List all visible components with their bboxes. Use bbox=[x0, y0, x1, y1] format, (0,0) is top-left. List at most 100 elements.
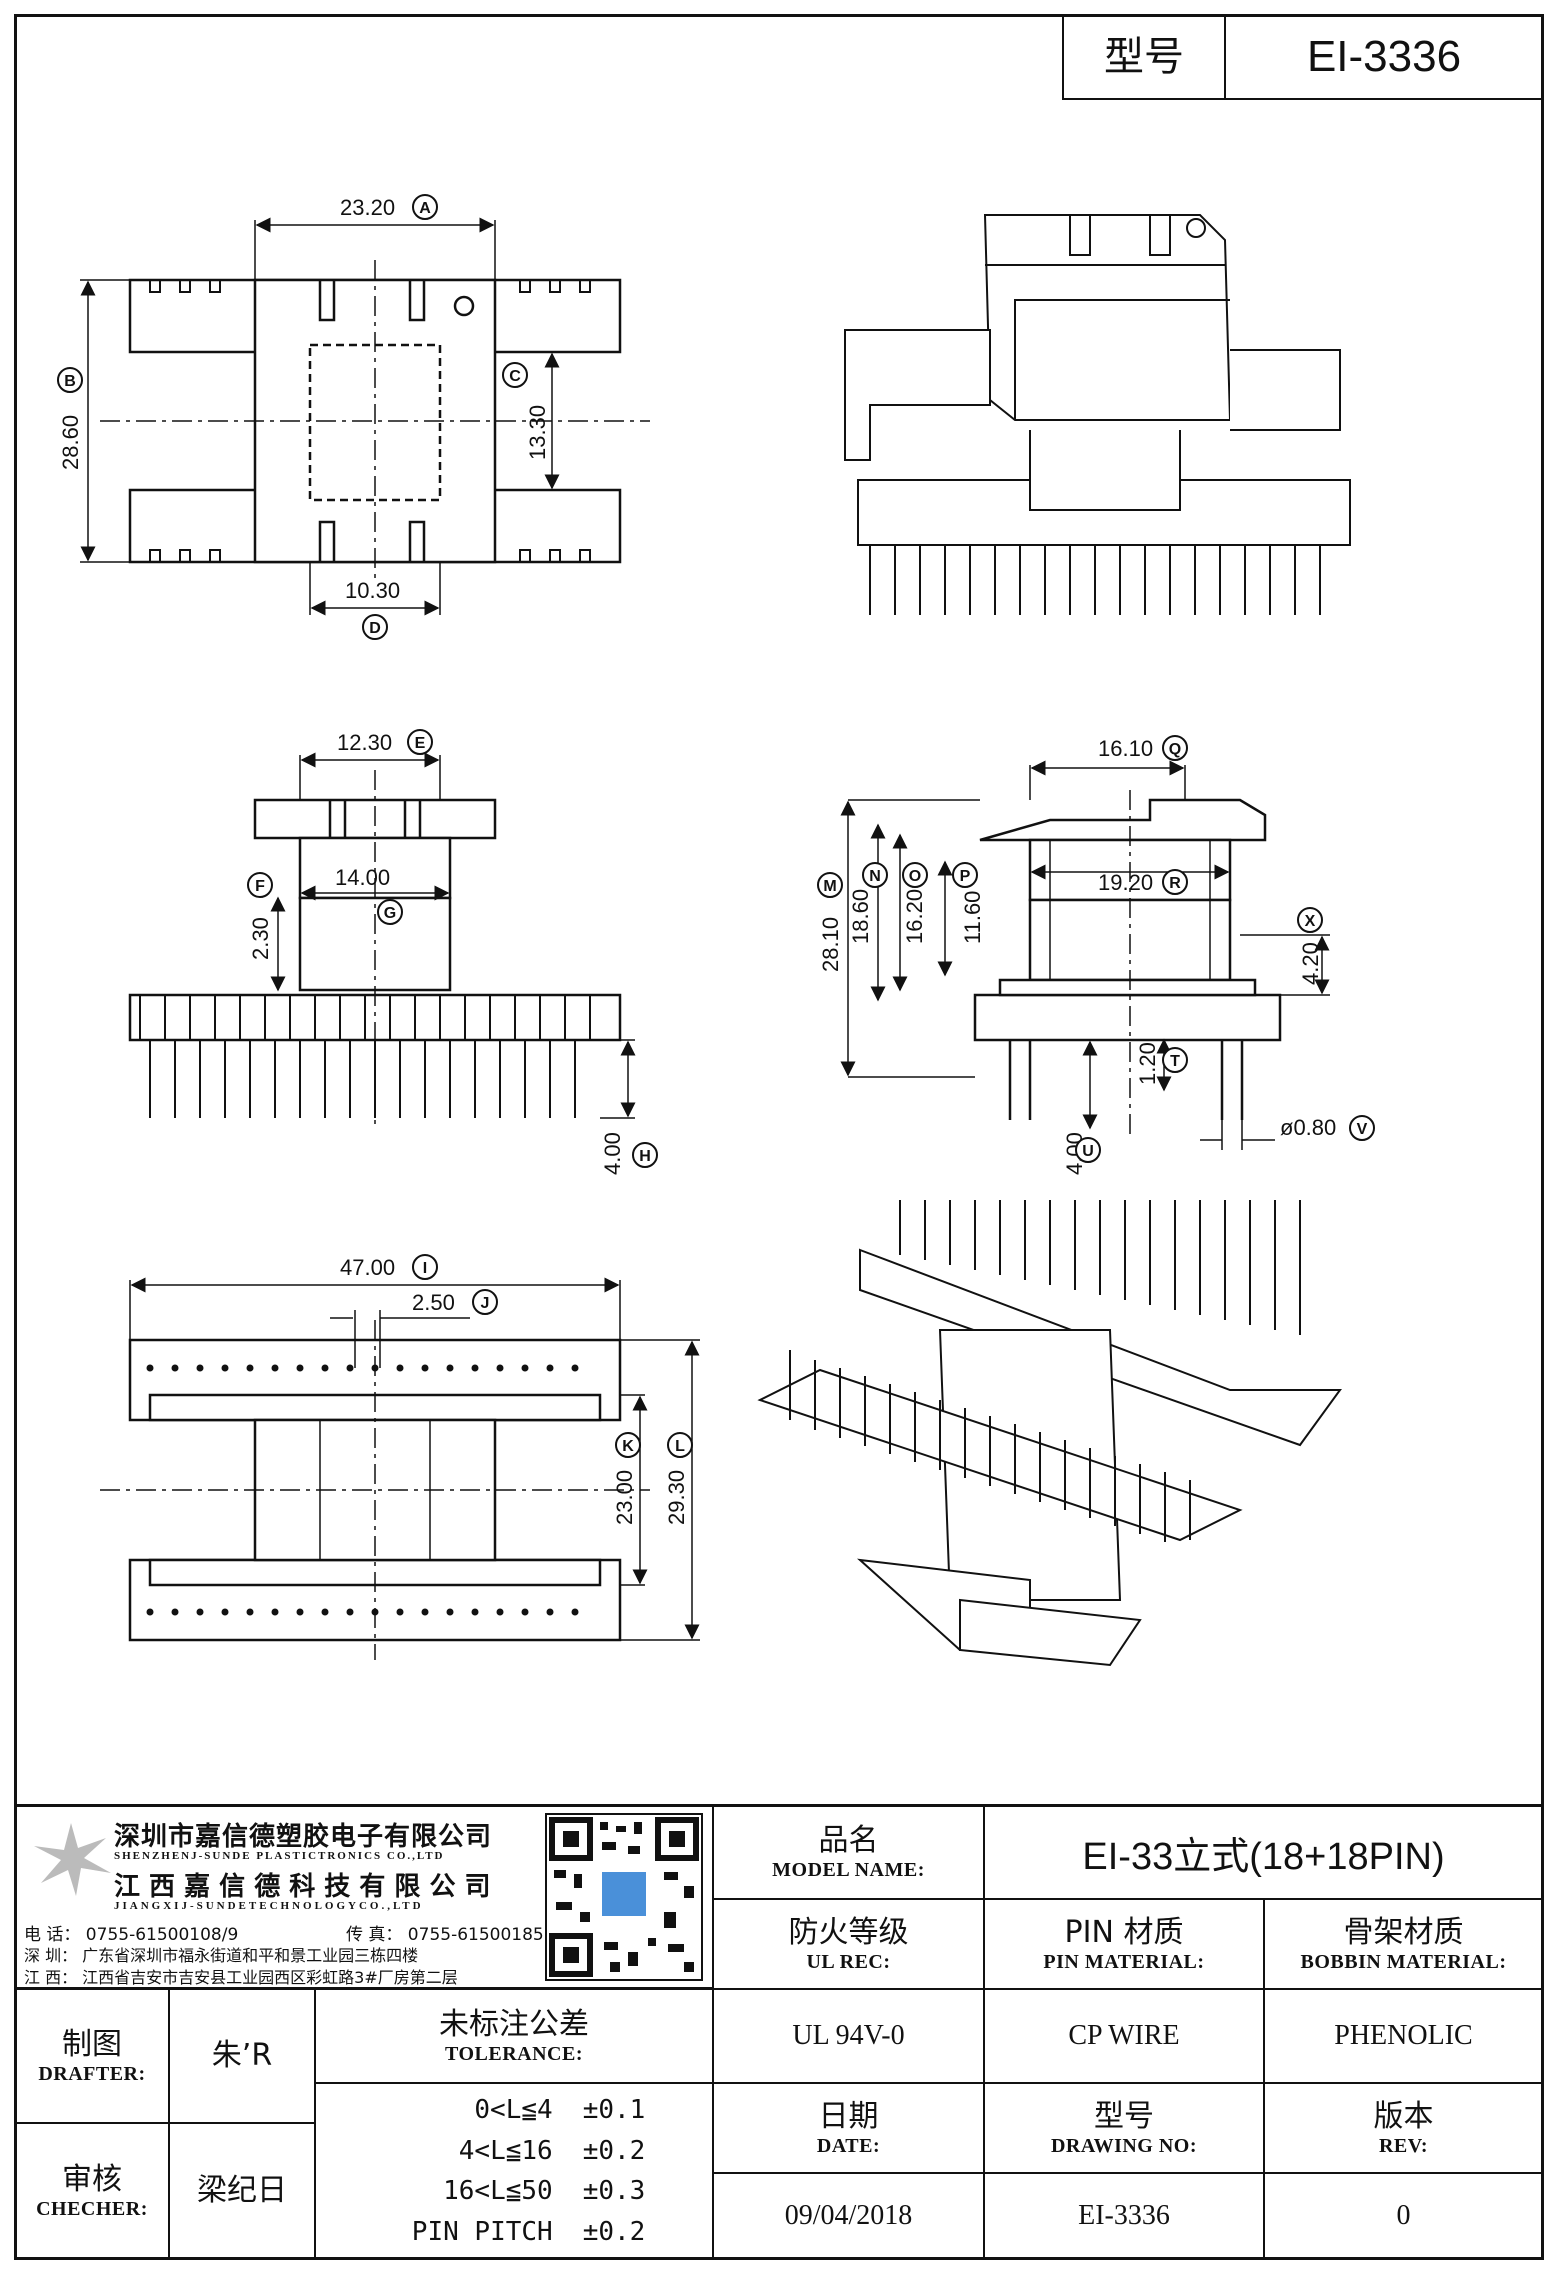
dim-f-value: 2.30 bbox=[248, 917, 273, 960]
dim-e-value: 12.30 bbox=[337, 730, 392, 755]
tolerance-label-cell: 未标注公差 TOLERANCE: bbox=[314, 1988, 714, 2084]
svg-text:L: L bbox=[675, 1438, 685, 1455]
tolerance-row: 16<L≦50±0.3 bbox=[443, 2176, 646, 2207]
ul-cn: 防火等级 bbox=[788, 1914, 909, 1950]
dim-g-value: 14.00 bbox=[335, 865, 390, 890]
svg-text:N: N bbox=[869, 868, 881, 885]
dim-q-value: 16.10 bbox=[1098, 736, 1153, 761]
date-en: DATE: bbox=[816, 2134, 881, 2157]
checker-value: 梁纪日 bbox=[197, 2173, 287, 2208]
company-name-sz: 深圳市嘉信德塑胶电子有限公司 bbox=[114, 1822, 493, 1852]
date-value: 09/04/2018 bbox=[784, 2200, 913, 2231]
dim-o-value: 16.20 bbox=[902, 889, 927, 944]
svg-text:V: V bbox=[1357, 1121, 1368, 1138]
tag-k: K bbox=[615, 1432, 641, 1458]
ul-value: UL 94V-0 bbox=[792, 2020, 905, 2051]
tag-b: B bbox=[57, 367, 83, 393]
ul-value-cell: UL 94V-0 bbox=[712, 1988, 985, 2084]
dim-a-value: 23.20 bbox=[340, 195, 395, 220]
svg-text:X: X bbox=[1305, 913, 1316, 930]
checker-en: CHECHER: bbox=[36, 2197, 148, 2220]
tag-p: P bbox=[952, 862, 978, 888]
model-name-cn: 品名 bbox=[818, 1822, 879, 1858]
svg-text:O: O bbox=[909, 868, 921, 885]
svg-text:P: P bbox=[960, 868, 971, 885]
svg-text:K: K bbox=[622, 1438, 634, 1455]
company-fax: 传 真： 0755-61500185 bbox=[346, 1925, 544, 1945]
dim-p-value: 11.60 bbox=[960, 891, 985, 944]
company-logo-icon bbox=[34, 1823, 111, 1896]
bobbin-value-cell: PHENOLIC bbox=[1263, 1988, 1544, 2084]
model-name-label-cell: 品名 MODEL NAME: bbox=[712, 1804, 985, 1900]
drawing-no-value-cell: EI-3336 bbox=[983, 2172, 1265, 2260]
bobbin-cn: 骨架材质 bbox=[1343, 1914, 1464, 1950]
model-name-value-cell: EI-33立式(18+18PIN) bbox=[983, 1804, 1544, 1900]
svg-text:M: M bbox=[823, 878, 836, 895]
rev-value: 0 bbox=[1396, 2200, 1411, 2231]
dim-x-value: 4.20 bbox=[1298, 942, 1323, 985]
date-cn: 日期 bbox=[818, 2098, 879, 2134]
svg-text:D: D bbox=[369, 620, 381, 637]
svg-text:Q: Q bbox=[1169, 741, 1181, 758]
tolerance-row: 0<L≦4±0.1 bbox=[474, 2094, 646, 2125]
rev-value-cell: 0 bbox=[1263, 2172, 1544, 2260]
dim-r-value: 19.20 bbox=[1098, 870, 1153, 895]
tolerance-row: 4<L≦16±0.2 bbox=[458, 2135, 646, 2166]
company-addr-sz: 深 圳： 广东省深圳市福永街道和平和景工业园三栋四楼 bbox=[24, 1946, 419, 1965]
isometric-view-bottom bbox=[757, 1200, 1342, 1667]
svg-text:H: H bbox=[639, 1148, 651, 1165]
side-view bbox=[128, 752, 636, 1130]
tag-t: T bbox=[1162, 1047, 1188, 1073]
dim-b-value: 28.60 bbox=[58, 415, 83, 470]
ul-label-cell: 防火等级 UL REC: bbox=[712, 1898, 985, 1990]
tag-h: H bbox=[632, 1142, 658, 1168]
svg-text:J: J bbox=[481, 1295, 490, 1312]
dim-j-value: 2.50 bbox=[412, 1290, 455, 1315]
dim-d-value: 10.30 bbox=[345, 578, 400, 603]
tolerance-cn: 未标注公差 bbox=[439, 2006, 589, 2042]
dim-v-value: ø0.80 bbox=[1280, 1115, 1336, 1140]
company-addr-jx: 江 西： 江西省吉安市吉安县工业园西区彩虹路3#厂房第二层 bbox=[24, 1968, 458, 1987]
company-name-sz-en: SHENZHENJ-SUNDE PLASTICTRONICS CO.,LTD bbox=[114, 1850, 445, 1862]
tag-u: U bbox=[1075, 1137, 1101, 1163]
checker-cn: 审核 bbox=[62, 2161, 122, 2197]
svg-text:A: A bbox=[419, 200, 431, 217]
pin-value: CP WIRE bbox=[1068, 2020, 1180, 2051]
pin-value-cell: CP WIRE bbox=[983, 1988, 1265, 2084]
drawing-no-value: EI-3336 bbox=[1078, 2200, 1170, 2231]
dim-n-value: 18.60 bbox=[848, 889, 873, 944]
svg-text:F: F bbox=[255, 878, 265, 895]
tag-l: L bbox=[667, 1432, 693, 1458]
isometric-view-top bbox=[844, 214, 1351, 615]
bottom-view bbox=[100, 1277, 700, 1660]
svg-text:R: R bbox=[1169, 875, 1181, 892]
pin-material-label-cell: PIN 材质 PIN MATERIAL: bbox=[983, 1898, 1265, 1990]
drawing-no-en: DRAWING NO: bbox=[1050, 2134, 1198, 2157]
company-name-jx-en: JIANGXIJ-SUNDETECHNOLOGYCO.,LTD bbox=[114, 1900, 424, 1912]
dim-h-value: 4.00 bbox=[600, 1132, 625, 1175]
svg-text:B: B bbox=[64, 373, 76, 390]
drawing-no-label-cell: 型号 DRAWING NO: bbox=[983, 2082, 1265, 2174]
svg-text:T: T bbox=[1170, 1053, 1180, 1070]
tolerance-row: PIN PITCH±0.2 bbox=[411, 2217, 646, 2248]
company-tel: 电 话： 0755-61500108/9 bbox=[24, 1925, 239, 1945]
ul-en: UL REC: bbox=[806, 1950, 891, 1973]
front-view bbox=[840, 760, 1330, 1150]
tolerance-en: TOLERANCE: bbox=[445, 2042, 583, 2065]
drafter-cn: 制图 bbox=[62, 2026, 122, 2062]
header-label: 型号 bbox=[1104, 34, 1184, 80]
checker-value-cell: 梁纪日 bbox=[168, 2122, 316, 2260]
dim-t-value: 1.20 bbox=[1135, 1042, 1160, 1085]
rev-en: REV: bbox=[1378, 2134, 1429, 2157]
tag-d: D bbox=[362, 614, 388, 640]
header-model-cell: EI-3336 bbox=[1224, 14, 1544, 100]
svg-text:E: E bbox=[415, 735, 426, 752]
model-name-value: EI-33立式(18+18PIN) bbox=[1082, 1835, 1445, 1878]
svg-text:I: I bbox=[423, 1260, 427, 1277]
bobbin-en: BOBBIN MATERIAL: bbox=[1300, 1950, 1507, 1973]
svg-text:G: G bbox=[384, 905, 396, 922]
tolerance-table: 0<L≦4±0.1 4<L≦16±0.2 16<L≦50±0.3 PIN PIT… bbox=[314, 2082, 714, 2260]
date-value-cell: 09/04/2018 bbox=[712, 2172, 985, 2260]
pin-en: PIN MATERIAL: bbox=[1043, 1950, 1205, 1973]
dim-k-value: 23.00 bbox=[612, 1470, 637, 1525]
